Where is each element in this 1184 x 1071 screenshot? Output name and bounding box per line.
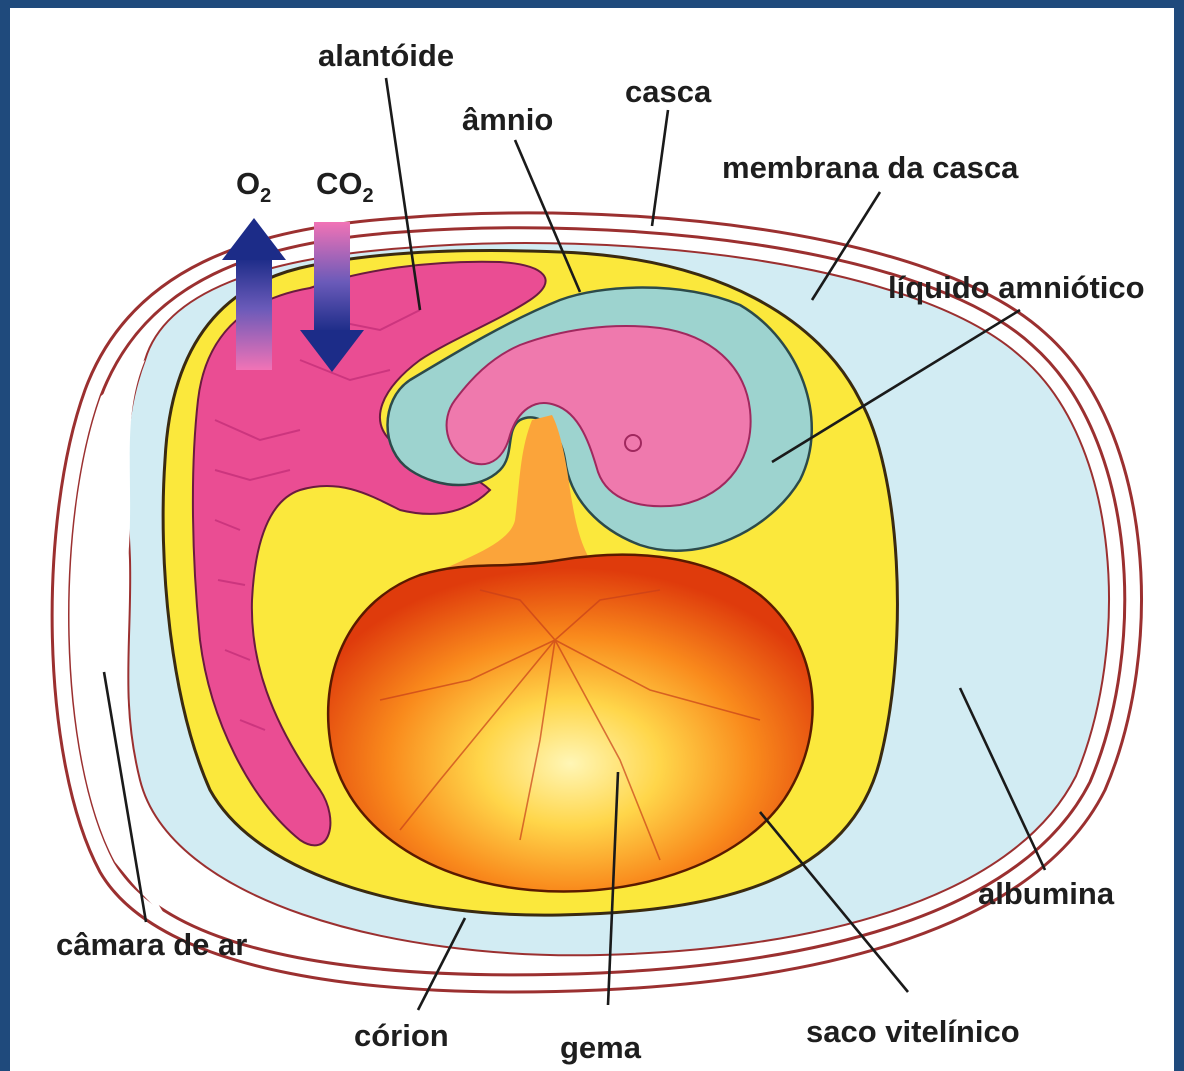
label-gema: gema (560, 1030, 642, 1065)
label-saco-vitelinico: saco vitelínico (806, 1014, 1020, 1049)
label-membrana-da-casca: membrana da casca (722, 150, 1019, 185)
co2-label: CO2 (316, 166, 374, 207)
label-alantoide: alantóide (318, 38, 454, 73)
leader-casca (652, 110, 668, 226)
label-casca: casca (625, 74, 712, 109)
egg-anatomy-diagram: O2 CO2 alantóide casca âmnio membrana da… (10, 8, 1174, 1071)
diagram-frame: O2 CO2 alantóide casca âmnio membrana da… (10, 8, 1174, 1071)
label-amnio: âmnio (462, 102, 553, 137)
label-albumina: albumina (978, 876, 1115, 911)
label-corion: córion (354, 1018, 449, 1053)
yolk-sac (328, 555, 812, 892)
label-camara-de-ar: câmara de ar (56, 927, 247, 962)
label-liquido-amniotico: líquido amniótico (888, 270, 1145, 305)
o2-label: O2 (236, 166, 271, 207)
